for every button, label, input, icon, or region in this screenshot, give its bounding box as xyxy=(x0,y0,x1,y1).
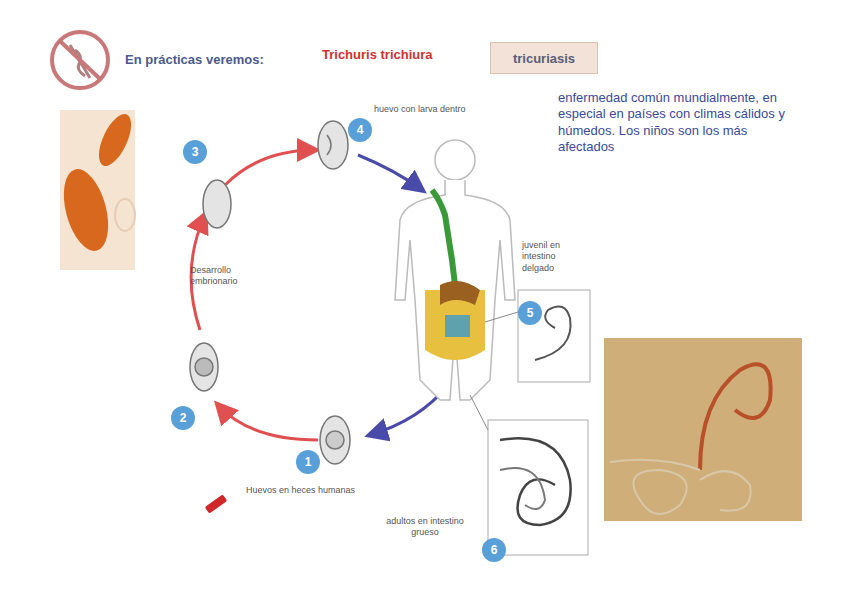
cycle-arrows xyxy=(191,150,318,440)
callout-number: 1 xyxy=(296,450,320,474)
no-symbol-icon xyxy=(52,32,108,88)
callout-number: 6 xyxy=(482,538,506,562)
disease-box: tricuriasis xyxy=(490,42,598,74)
worm-photo xyxy=(604,338,802,521)
egg-photo xyxy=(56,110,138,270)
callout-number: 3 xyxy=(183,140,207,164)
species-name: Trichuris trichiura xyxy=(322,47,482,63)
callout-text: 6 xyxy=(491,543,498,557)
juvenile-inset xyxy=(485,290,590,382)
callout-number: 5 xyxy=(518,301,542,325)
stage-label: Desarrollo embrionario xyxy=(190,265,260,288)
stage-label: juvenil en intestino delgado xyxy=(522,240,584,274)
human-figure xyxy=(395,140,515,400)
egg-stages xyxy=(190,121,350,464)
stage-label: adultos en intestino grueso xyxy=(380,516,470,539)
stage-label: huevo con larva dentro xyxy=(374,104,524,115)
callout-text: 1 xyxy=(305,455,312,469)
callout-text: 5 xyxy=(527,306,534,320)
stage-label: Huevos en heces humanas xyxy=(246,485,416,496)
callout-text: 2 xyxy=(180,411,187,425)
adult-inset xyxy=(470,395,588,555)
callout-number: 2 xyxy=(171,406,195,430)
intro-heading: En prácticas veremos: xyxy=(125,52,315,68)
callout-number: 4 xyxy=(348,118,372,142)
disease-description: enfermedad común mundialmente, en especi… xyxy=(558,90,793,155)
callout-text: 4 xyxy=(357,123,364,137)
box-text: tricuriasis xyxy=(513,51,575,66)
pencil-mark xyxy=(205,494,228,513)
callout-text: 3 xyxy=(192,145,199,159)
